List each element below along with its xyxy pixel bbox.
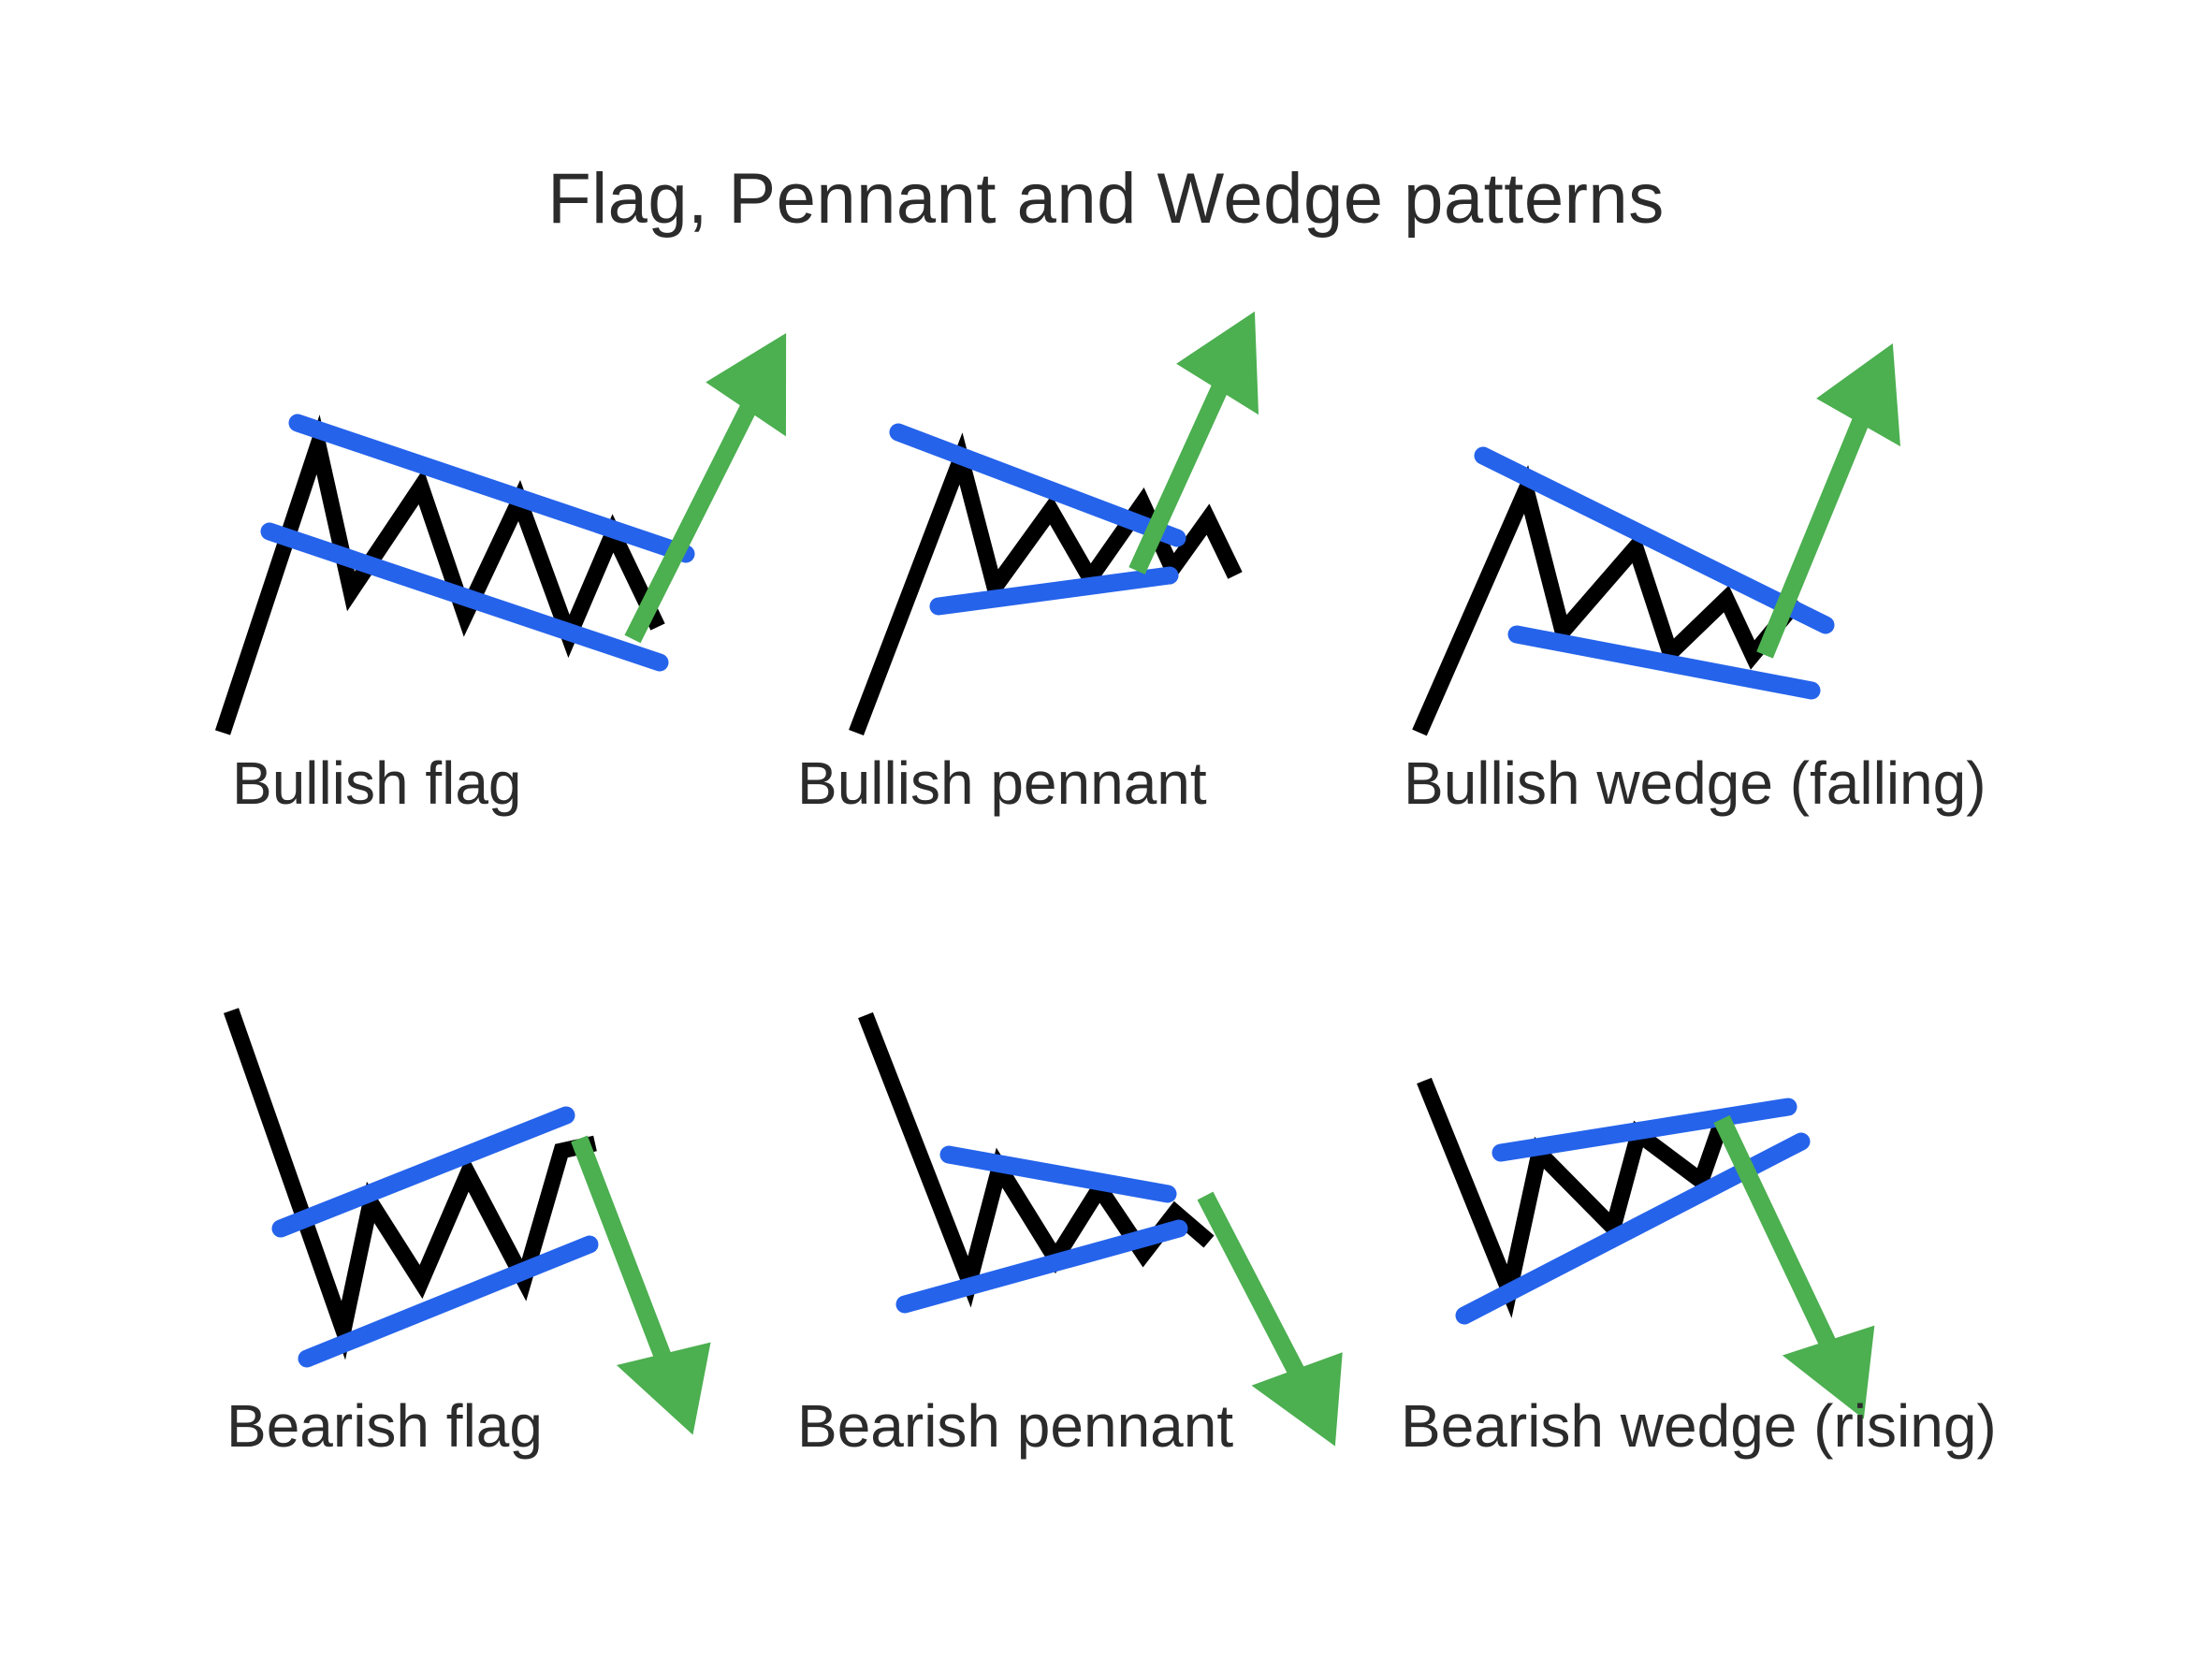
label-bullish-pennant: Bullish pennant: [797, 749, 1207, 817]
price-zigzag-bearish-flag: [223, 1008, 597, 1360]
panel-bearish-wedge: [1417, 1077, 1875, 1419]
lower-channel-line-bullish-pennant: [929, 566, 1179, 616]
breakout-arrow-bearish-flag: [571, 1135, 711, 1435]
lower-channel-line-bearish-flag: [298, 1235, 599, 1368]
lower-channel-line-bullish-wedge: [1507, 625, 1821, 700]
upper-channel-line-bullish-wedge: [1474, 446, 1835, 634]
breakout-arrow-bullish-pennant: [1128, 311, 1259, 574]
breakout-arrow-bearish-wedge: [1713, 1114, 1875, 1419]
label-bullish-wedge: Bullish wedge (falling): [1404, 749, 1986, 817]
page-title: Flag, Pennant and Wedge patterns: [547, 159, 1665, 239]
upper-channel-line-bearish-pennant: [939, 1145, 1177, 1203]
panel-bearish-flag: [223, 1008, 711, 1435]
panel-bullish-flag: [214, 332, 787, 735]
price-zigzag-bearish-pennant: [858, 1011, 1215, 1308]
label-bearish-wedge: Bearish wedge (rising): [1401, 1392, 1997, 1460]
panel-bearish-pennant: [858, 1011, 1343, 1447]
price-trendline-bullish-wedge-path: [1412, 465, 1804, 736]
breakout-arrow-bullish-wedge: [1756, 343, 1900, 659]
price-trendline-bullish-flag: [214, 414, 665, 735]
lower-channel-line-bearish-pennant: [895, 1219, 1188, 1314]
upper-channel-line-bearish-flag: [271, 1106, 575, 1238]
panel-bullish-pennant: [849, 311, 1259, 736]
upper-channel-line-bearish-wedge: [1492, 1098, 1797, 1162]
upper-channel-line-bullish-flag: [288, 414, 695, 563]
breakout-arrow-bullish-flag: [624, 332, 787, 644]
label-bullish-flag: Bullish flag: [232, 749, 522, 817]
breakout-arrow-bearish-pennant: [1197, 1191, 1343, 1447]
lower-channel-line-bullish-flag: [260, 522, 669, 672]
panel-bullish-wedge: [1412, 343, 1900, 736]
label-bearish-flag: Bearish flag: [226, 1392, 543, 1460]
label-bearish-pennant: Bearish pennant: [797, 1392, 1234, 1460]
upper-channel-line-bullish-pennant: [889, 423, 1186, 547]
